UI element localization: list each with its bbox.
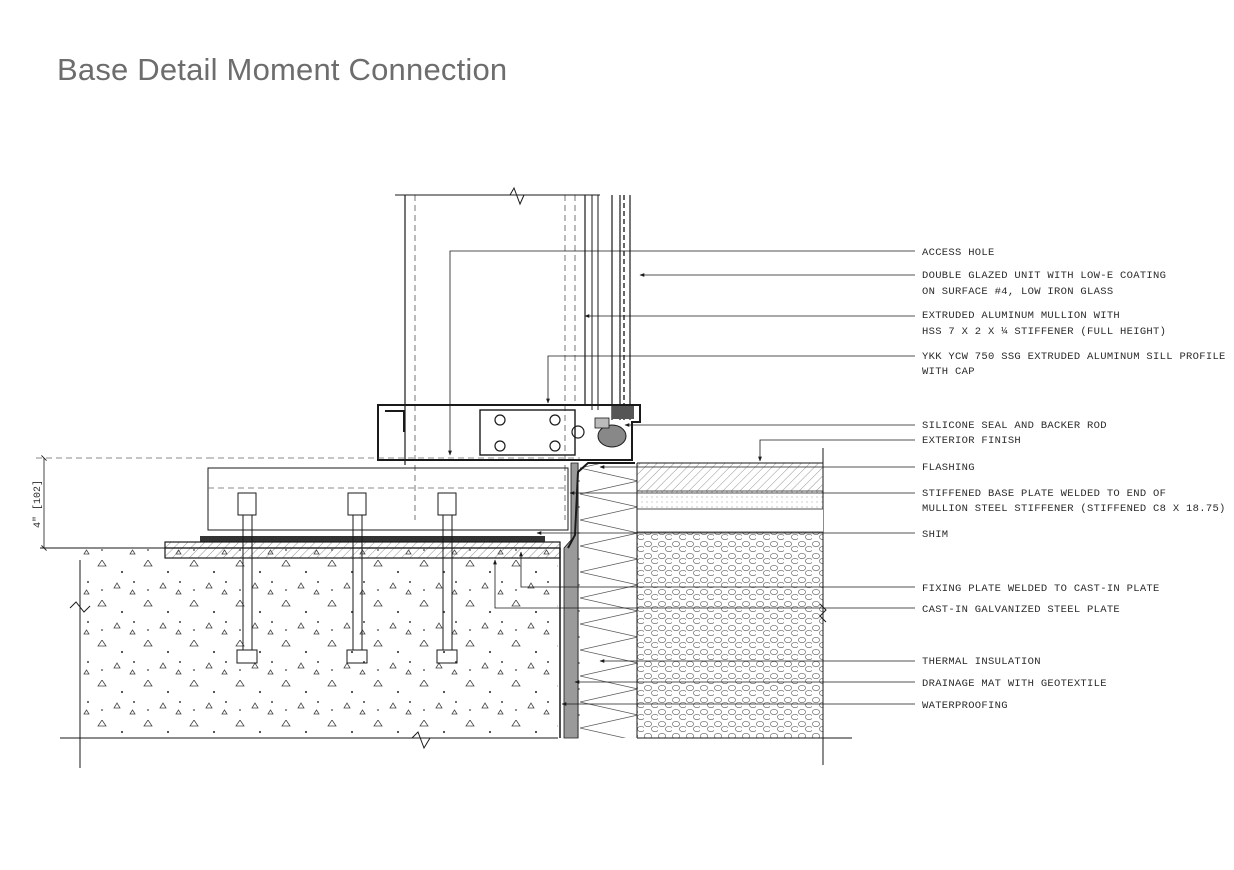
sill-profile	[377, 404, 641, 461]
callout-drainage-mat: DRAINAGE MAT WITH GEOTEXTILE	[922, 678, 1107, 690]
callout-waterproofing: WATERPROOFING	[922, 700, 1008, 712]
double-glazed-unit	[591, 195, 634, 420]
callout-sill-profile: YKK YCW 750 SSG EXTRUDED ALUMINUM SILL P…	[922, 351, 1232, 378]
dimension-label: 4" [102]	[32, 480, 44, 528]
callout-access-hole: ACCESS HOLE	[922, 247, 995, 259]
callout-cast-in-plate: CAST-IN GALVANIZED STEEL PLATE	[922, 604, 1120, 616]
leader-sill-profile	[546, 355, 915, 404]
drainage-and-waterproofing	[559, 462, 579, 739]
callout-aluminum-mullion: EXTRUDED ALUMINUM MULLION WITH HSS 7 X 2…	[922, 310, 1166, 338]
stiffened-base-plate	[200, 457, 580, 542]
callout-silicone-seal: SILICONE SEAL AND BACKER ROD	[922, 420, 1107, 432]
mullion	[395, 186, 600, 520]
leader-exterior-finish	[758, 439, 915, 462]
leader-lines	[448, 250, 915, 706]
leader-cast-in-plate	[493, 559, 915, 609]
callout-flashing: FLASHING	[922, 462, 975, 474]
flashing	[567, 462, 635, 549]
anchor-bolt	[436, 492, 458, 664]
leader-fixing-plate	[519, 551, 915, 588]
callout-shim: SHIM	[922, 529, 948, 541]
callout-exterior-finish: EXTERIOR FINISH	[922, 435, 1021, 447]
callout-fixing-plate: FIXING PLATE WELDED TO CAST-IN PLATE	[922, 583, 1160, 595]
height-dimension: 4" [102]	[32, 455, 208, 551]
thermal-insulation-board	[577, 463, 638, 738]
callout-double-glazed-unit: DOUBLE GLAZED UNIT WITH LOW-E COATING ON…	[922, 270, 1173, 298]
anchor-bolt	[346, 492, 368, 664]
leader-access-hole	[448, 250, 915, 456]
page-title: Base Detail Moment Connection	[57, 52, 508, 87]
callout-thermal-insulation: THERMAL INSULATION	[922, 656, 1041, 668]
callout-labels: ACCESS HOLE DOUBLE GLAZED UNIT WITH LOW-…	[922, 247, 1232, 712]
anchor-bolt	[236, 492, 258, 664]
concrete-slab	[40, 547, 558, 768]
anchor-bolts	[236, 492, 458, 664]
callout-stiffened-base-plate: STIFFENED BASE PLATE WELDED TO END OF MU…	[922, 488, 1226, 515]
exterior-finish-layers	[637, 462, 823, 533]
